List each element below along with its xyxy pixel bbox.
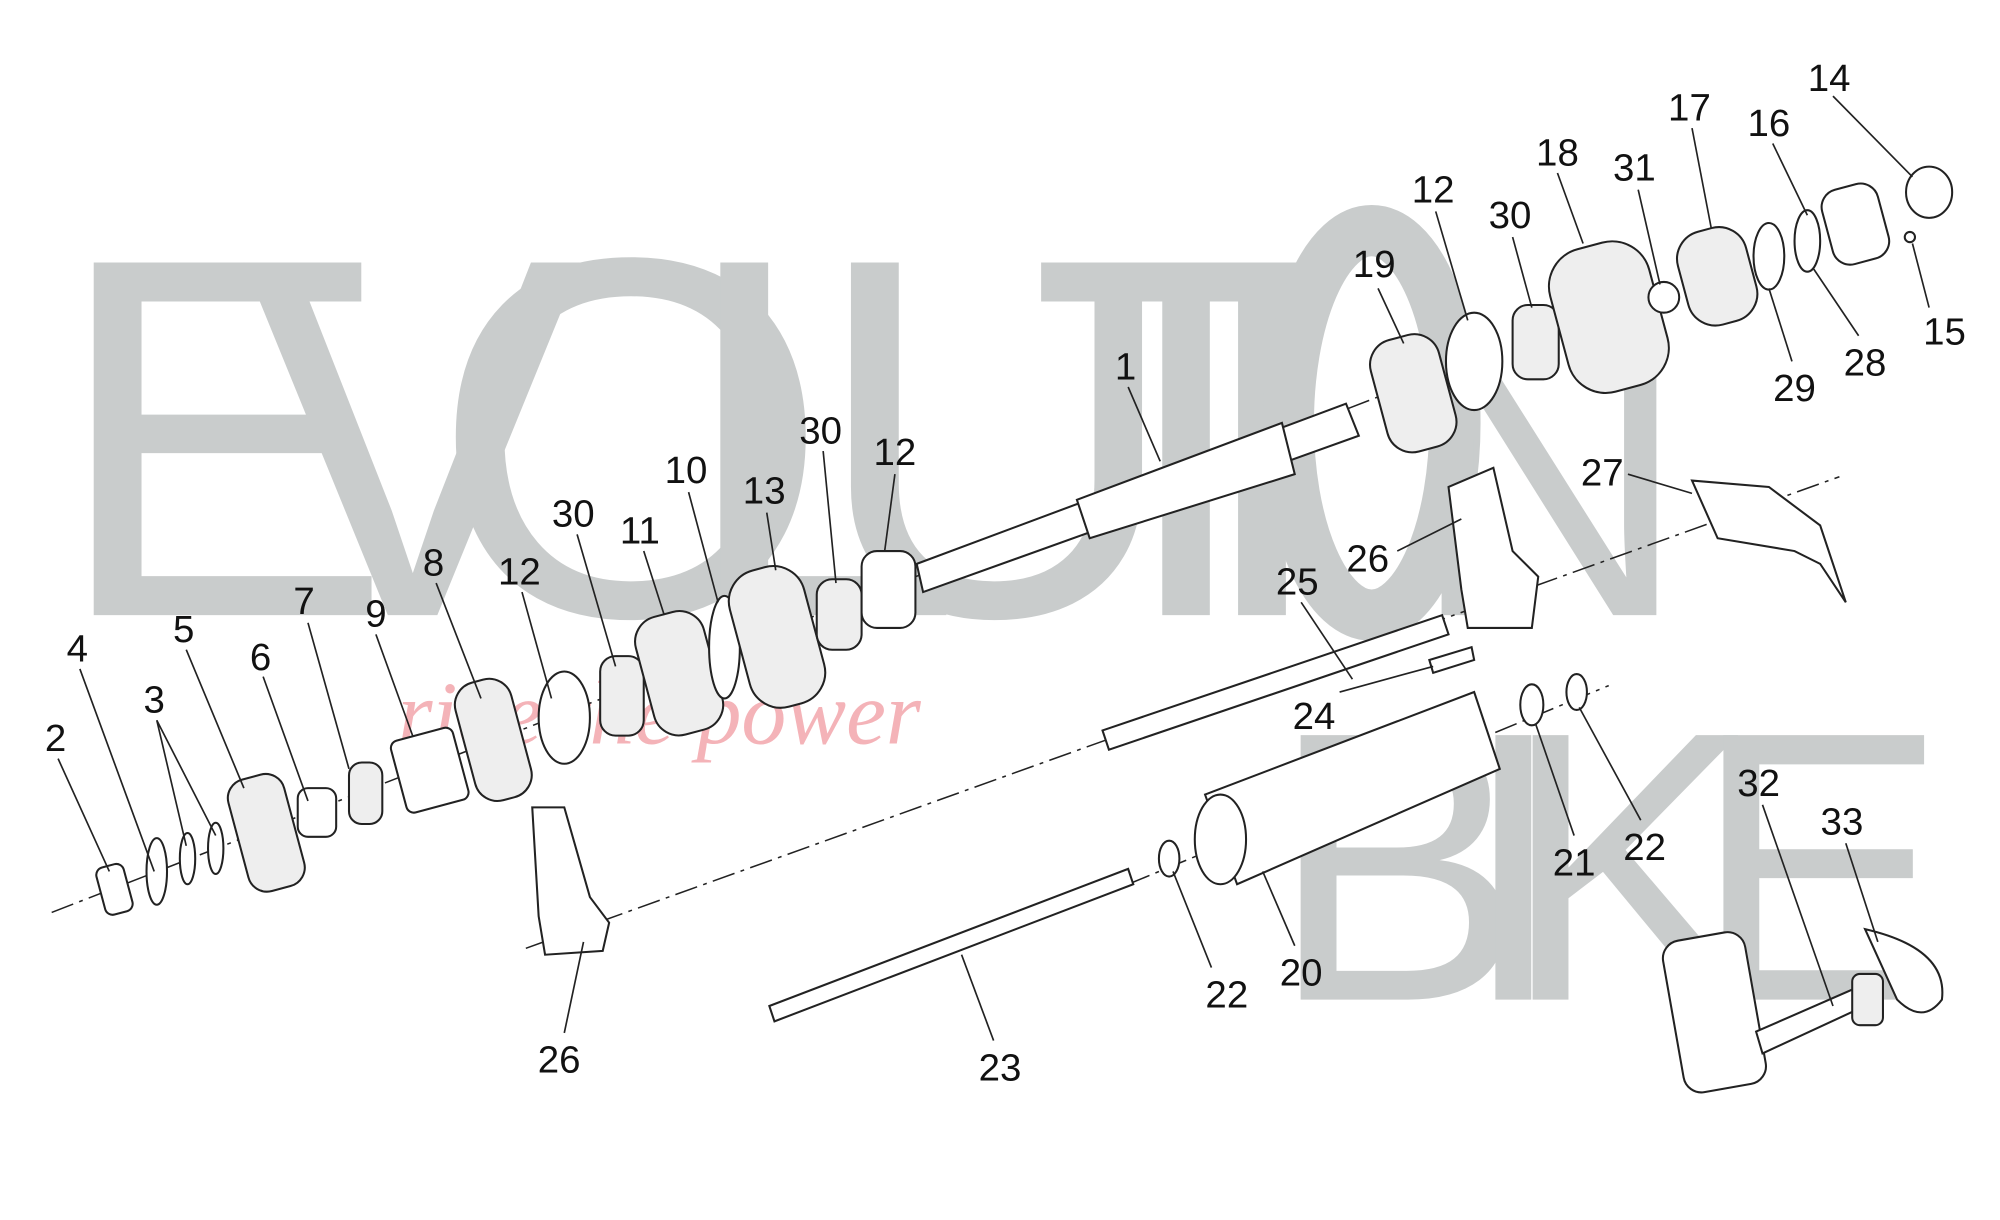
callout-32: 32 <box>1737 762 1780 805</box>
callout-16: 16 <box>1748 102 1791 145</box>
callout-30: 30 <box>799 409 842 452</box>
callout-6: 6 <box>250 636 271 679</box>
callout-25: 25 <box>1276 561 1319 604</box>
callout-4: 4 <box>67 627 88 670</box>
callout-5: 5 <box>173 608 194 651</box>
callout-22: 22 <box>1205 973 1248 1016</box>
callout-12: 12 <box>498 550 541 593</box>
callout-29: 29 <box>1773 367 1816 410</box>
callout-3: 3 <box>144 679 165 722</box>
callout-20: 20 <box>1280 951 1323 994</box>
callout-9: 9 <box>365 593 386 636</box>
callout-26: 26 <box>538 1039 581 1082</box>
callout-10: 10 <box>665 449 708 492</box>
main-shaft <box>915 402 1361 594</box>
callout-31: 31 <box>1613 147 1656 190</box>
callout-22: 22 <box>1623 826 1666 869</box>
callout-12: 12 <box>874 431 917 474</box>
callout-1: 1 <box>1115 345 1136 388</box>
callout-14: 14 <box>1808 57 1851 100</box>
callout-12: 12 <box>1412 168 1455 211</box>
callout-30: 30 <box>1489 194 1532 237</box>
callout-15: 15 <box>1923 311 1966 354</box>
shift-forks <box>531 466 1847 956</box>
callout-23: 23 <box>979 1046 1022 1089</box>
leader-lines <box>57 95 1930 1041</box>
callout-2: 2 <box>45 717 66 760</box>
gear-parts <box>95 165 1954 916</box>
callout-18: 18 <box>1536 131 1579 174</box>
watermark-bike: BIKE <box>1269 653 1948 1082</box>
shift-lever <box>1661 927 1944 1094</box>
callout-7: 7 <box>293 580 314 623</box>
callout-28: 28 <box>1844 341 1887 384</box>
rods-and-drum <box>768 613 1588 1023</box>
callout-19: 19 <box>1353 243 1396 286</box>
callout-8: 8 <box>423 541 444 584</box>
callout-17: 17 <box>1668 86 1711 129</box>
callout-26: 26 <box>1346 538 1389 581</box>
callout-33: 33 <box>1821 800 1864 843</box>
callout-21: 21 <box>1553 841 1596 884</box>
callout-24: 24 <box>1293 695 1336 738</box>
callout-27: 27 <box>1581 452 1624 495</box>
callout-30: 30 <box>552 493 595 536</box>
callout-11: 11 <box>620 509 660 552</box>
callout-13: 13 <box>743 470 786 513</box>
callout-labels: 1 2 3 4 5 6 7 8 9 10 11 12 12 12 13 14 1… <box>45 57 1966 1089</box>
